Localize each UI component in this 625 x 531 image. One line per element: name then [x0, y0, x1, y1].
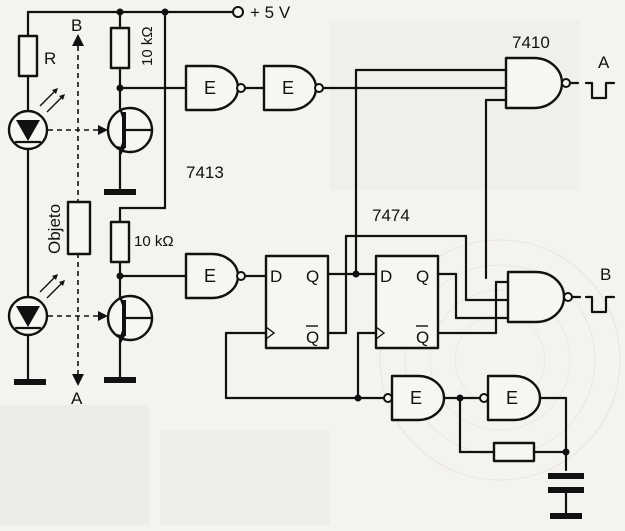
svg-text:E: E	[282, 78, 294, 98]
svg-text:Q: Q	[306, 328, 319, 347]
ic-7413-label: 7413	[186, 163, 224, 182]
flipflop-1: D Q Q	[264, 254, 330, 350]
led-bottom	[7, 274, 65, 337]
resistor-10k-bottom-label: 10 kΩ	[134, 233, 174, 250]
inverter-gate-bottom: E	[184, 252, 246, 300]
resistor-10k-top	[109, 26, 131, 70]
flipflop-2: D Q Q	[374, 254, 440, 350]
beam-arrow-b	[72, 34, 84, 46]
phototransistor-top	[106, 106, 154, 155]
ic-7410-label: 7410	[512, 33, 550, 52]
beam-label-a: A	[71, 389, 83, 408]
svg-text:E: E	[204, 78, 216, 98]
svg-text:D: D	[380, 267, 392, 286]
svg-text:D: D	[270, 267, 282, 286]
svg-text:E: E	[204, 266, 216, 286]
inverter-gate-top-1: E	[184, 64, 246, 112]
nand-gate-a	[504, 56, 571, 110]
output-a-label: A	[598, 53, 610, 72]
output-a-pulse	[584, 81, 616, 100]
svg-text:Q: Q	[416, 328, 429, 347]
object-label: Objeto	[45, 204, 64, 254]
osc-resistor	[492, 441, 536, 463]
inverter-gate-top-2: E	[262, 64, 324, 112]
output-b-label: B	[600, 265, 611, 284]
svg-text:E: E	[410, 388, 422, 408]
inverter-gate-osc-1: E	[383, 374, 446, 422]
nand-gate-b	[506, 270, 573, 324]
supply-label: + 5 V	[250, 3, 291, 22]
svg-text:E: E	[506, 388, 518, 408]
supply-terminal	[232, 6, 244, 18]
beam-arrow-a	[72, 374, 84, 386]
resistor-10k-top-label: 10 kΩ	[139, 26, 156, 66]
resistor-10k-bottom	[109, 220, 131, 264]
phototransistor-bottom	[106, 294, 154, 343]
inverter-gate-osc-2: E	[479, 374, 542, 422]
ic-7474-label: 7474	[372, 206, 410, 225]
svg-text:Q: Q	[306, 267, 319, 286]
output-b-pulse	[584, 295, 616, 314]
resistor-r-label: R	[44, 49, 56, 68]
resistor-r	[17, 34, 39, 78]
led-top	[7, 88, 65, 151]
beam-label-b: B	[71, 16, 82, 35]
svg-text:Q: Q	[416, 267, 429, 286]
object-block	[66, 200, 92, 256]
